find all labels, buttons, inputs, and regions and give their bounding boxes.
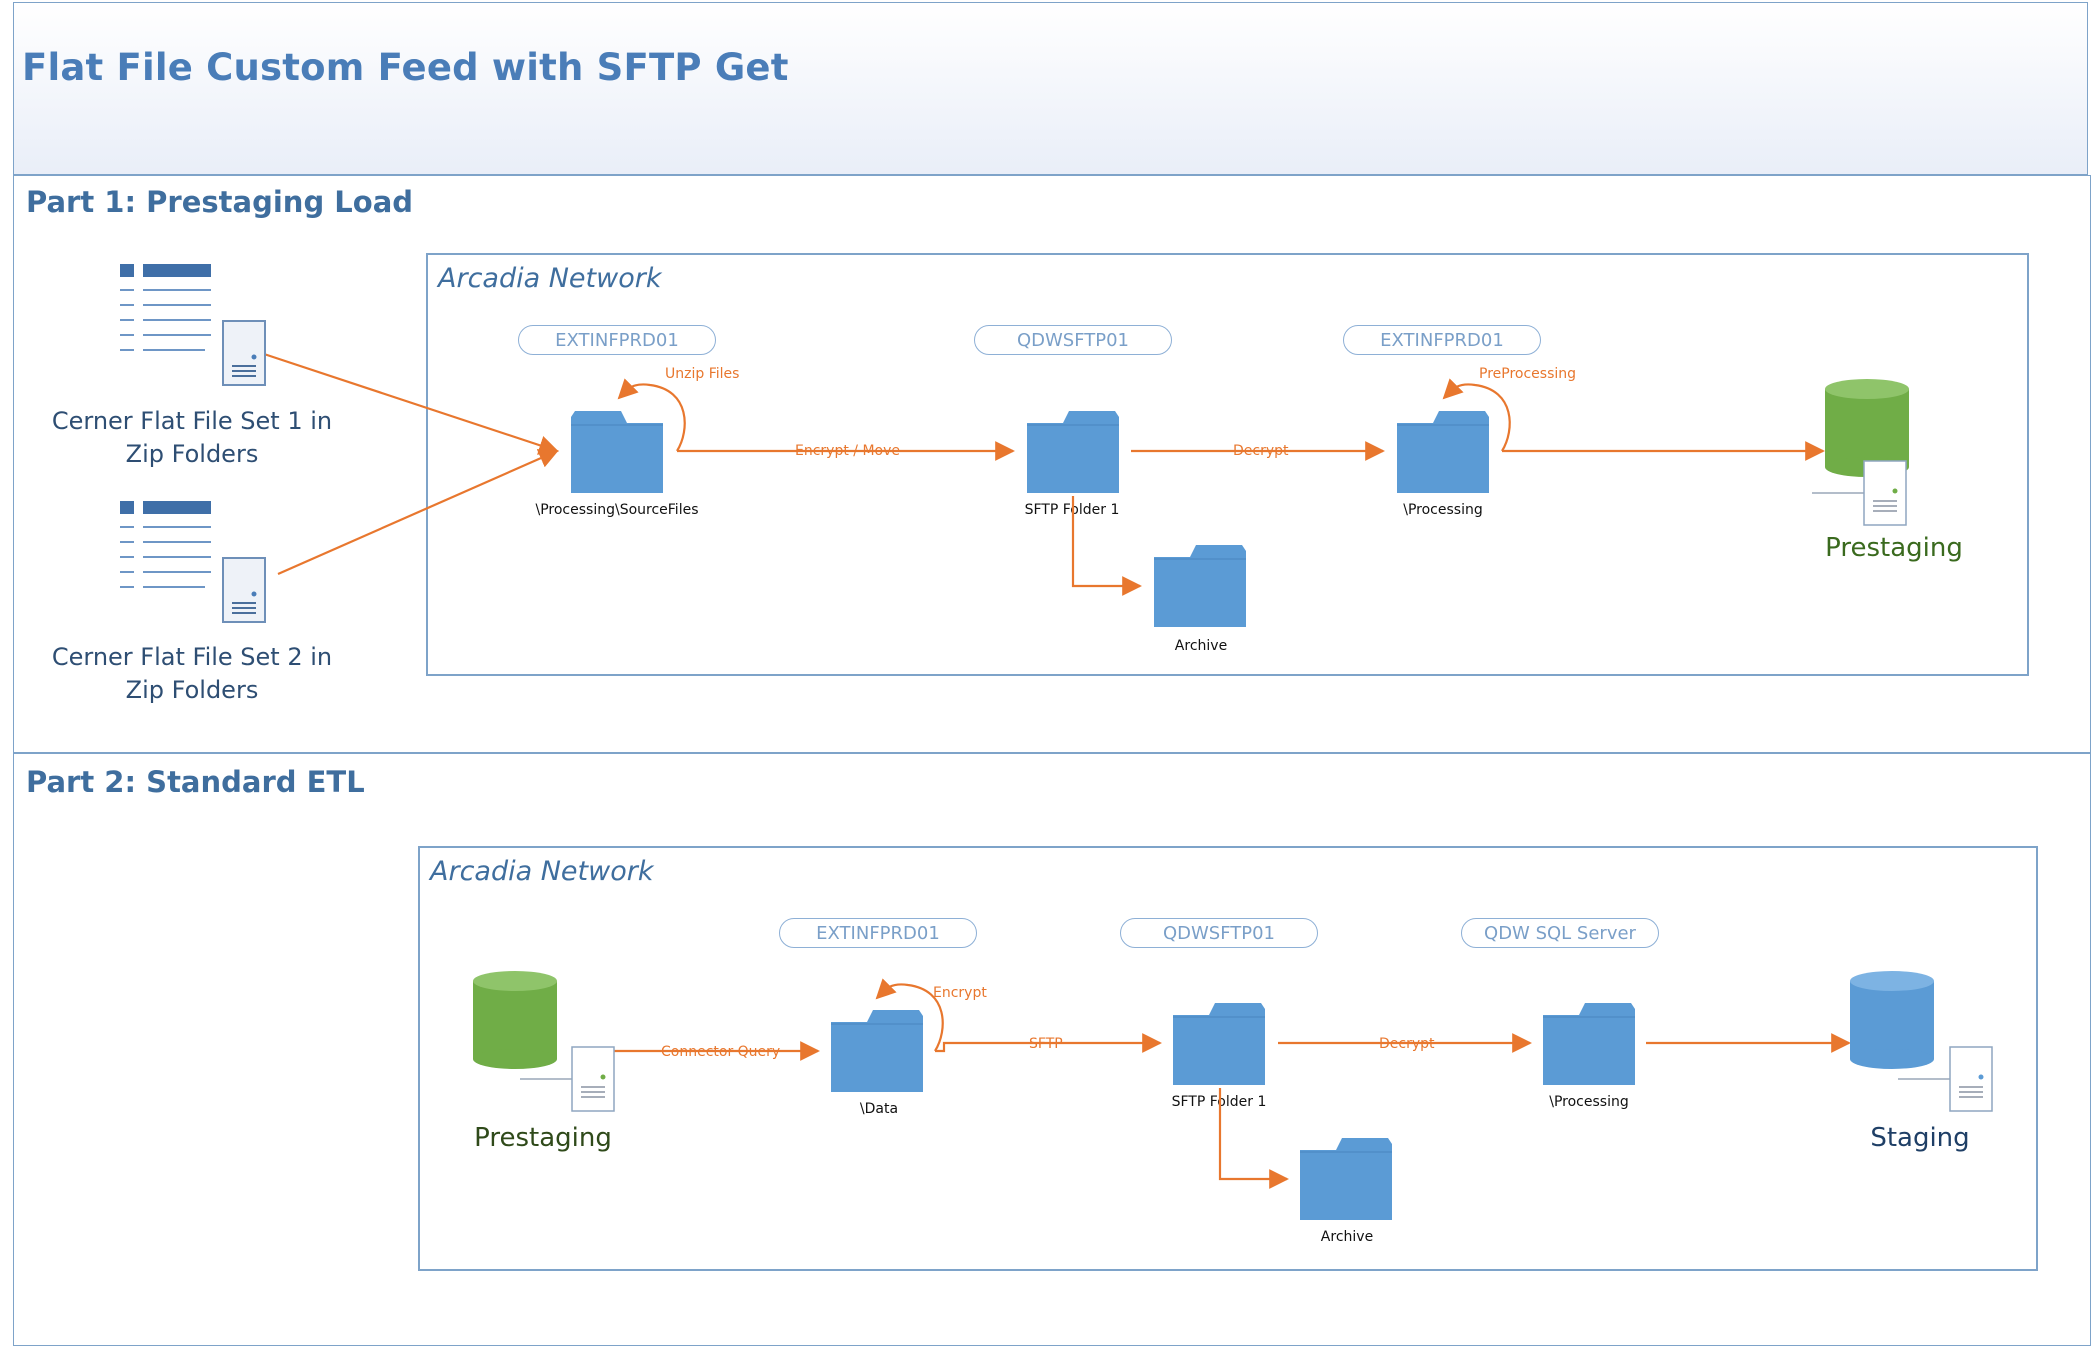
part2-folder-label-archive: Archive: [1320, 1229, 1374, 1245]
part1-title: Part 1: Prestaging Load: [26, 185, 414, 219]
folder-icon: [1300, 1138, 1392, 1220]
part1-frame: [13, 175, 2091, 753]
connector-sftp-to-archive-2: [1218, 1088, 1289, 1189]
part2-server-pill-2: QDWSFTP01: [1120, 918, 1318, 948]
part2-network-title: Arcadia Network: [430, 856, 654, 887]
document-icon: [120, 501, 211, 588]
server-icon: [222, 320, 266, 386]
connector-unzip-loop: [617, 378, 686, 452]
server-icon: [222, 557, 266, 623]
database-icon: [1850, 971, 1934, 1069]
folder-icon: [571, 411, 663, 493]
part2-server-pill-1: EXTINFPRD01: [779, 918, 977, 948]
title-band: [13, 2, 2088, 175]
connector-source2-to-folder: [277, 449, 559, 576]
part1-folder-label-processing: \Processing: [1403, 502, 1483, 518]
folder-icon: [1027, 411, 1119, 493]
part2-frame: [13, 753, 2091, 1346]
part1-server-pill-2: QDWSFTP01: [974, 325, 1172, 355]
part2-folder-label-processing: \Processing: [1549, 1094, 1629, 1110]
part1-flow-preprocessing: PreProcessing: [1478, 366, 1578, 382]
part1-folder-label-source: \Processing\SourceFiles: [535, 502, 699, 518]
connector-preprocessing-loop: [1442, 378, 1511, 452]
connector-source1-to-folder: [263, 352, 559, 455]
database-icon: [473, 971, 557, 1069]
part2-flow-encrypt: Encrypt: [932, 985, 988, 1001]
part2-source-label: Prestaging: [474, 1123, 612, 1153]
part1-server-pill-3: EXTINFPRD01: [1343, 325, 1541, 355]
part1-target-label: Prestaging: [1825, 533, 1963, 563]
connector-sftp: [935, 1033, 1162, 1053]
part1-flow-unzip: Unzip Files: [664, 366, 741, 382]
part1-server-pill-1: EXTINFPRD01: [518, 325, 716, 355]
source-label-2: Cerner Flat File Set 2 in Zip Folders: [51, 643, 333, 704]
source-label-1: Cerner Flat File Set 1 in Zip Folders: [51, 407, 333, 468]
folder-icon: [1154, 545, 1246, 627]
folder-icon: [831, 1010, 923, 1092]
folder-icon: [1173, 1003, 1265, 1085]
part1-network-title: Arcadia Network: [438, 263, 662, 294]
part2-folder-label-data: \Data: [859, 1101, 899, 1117]
part2-target-label: Staging: [1870, 1123, 1970, 1153]
page-title: Flat File Custom Feed with SFTP Get: [22, 46, 789, 89]
part2-title: Part 2: Standard ETL: [26, 765, 365, 799]
part1-folder-label-archive: Archive: [1174, 638, 1228, 654]
connector-encrypt-loop: [875, 978, 944, 1052]
server-icon: [1812, 460, 1907, 526]
server-icon: [520, 1046, 615, 1112]
server-icon: [1898, 1046, 1993, 1112]
folder-icon: [1543, 1003, 1635, 1085]
connector-sftp-to-archive: [1071, 496, 1142, 596]
document-icon: [120, 264, 211, 351]
folder-icon: [1397, 411, 1489, 493]
part2-server-pill-3: QDW SQL Server: [1461, 918, 1659, 948]
